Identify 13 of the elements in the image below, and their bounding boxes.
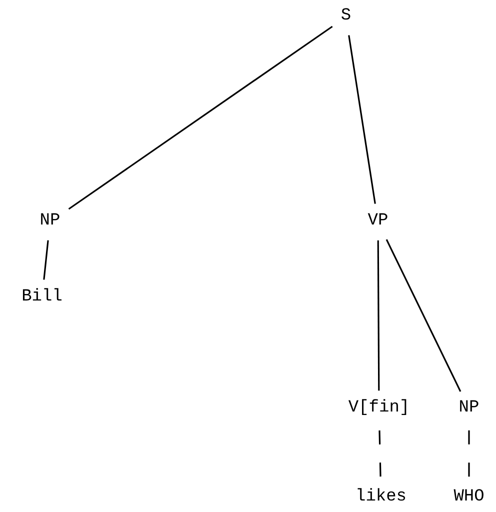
- tree-branch-line: [43, 240, 49, 280]
- tree-branch-line: [377, 240, 380, 391]
- tree-node-label: NP: [456, 398, 482, 420]
- tree-node-label: Bill: [20, 288, 64, 308]
- tree-branch-line: [348, 35, 376, 204]
- tree-node-label: V[fin]: [346, 398, 412, 420]
- tree-node-label: VP: [366, 212, 390, 232]
- tree-branch-line: [68, 26, 333, 210]
- tree-branch-line: [386, 239, 462, 392]
- tree-node-label: S: [338, 6, 354, 28]
- tree-node-label: likes: [354, 488, 408, 508]
- tree-node-label: WHO: [452, 488, 486, 508]
- tree-node-label: NP: [38, 212, 62, 232]
